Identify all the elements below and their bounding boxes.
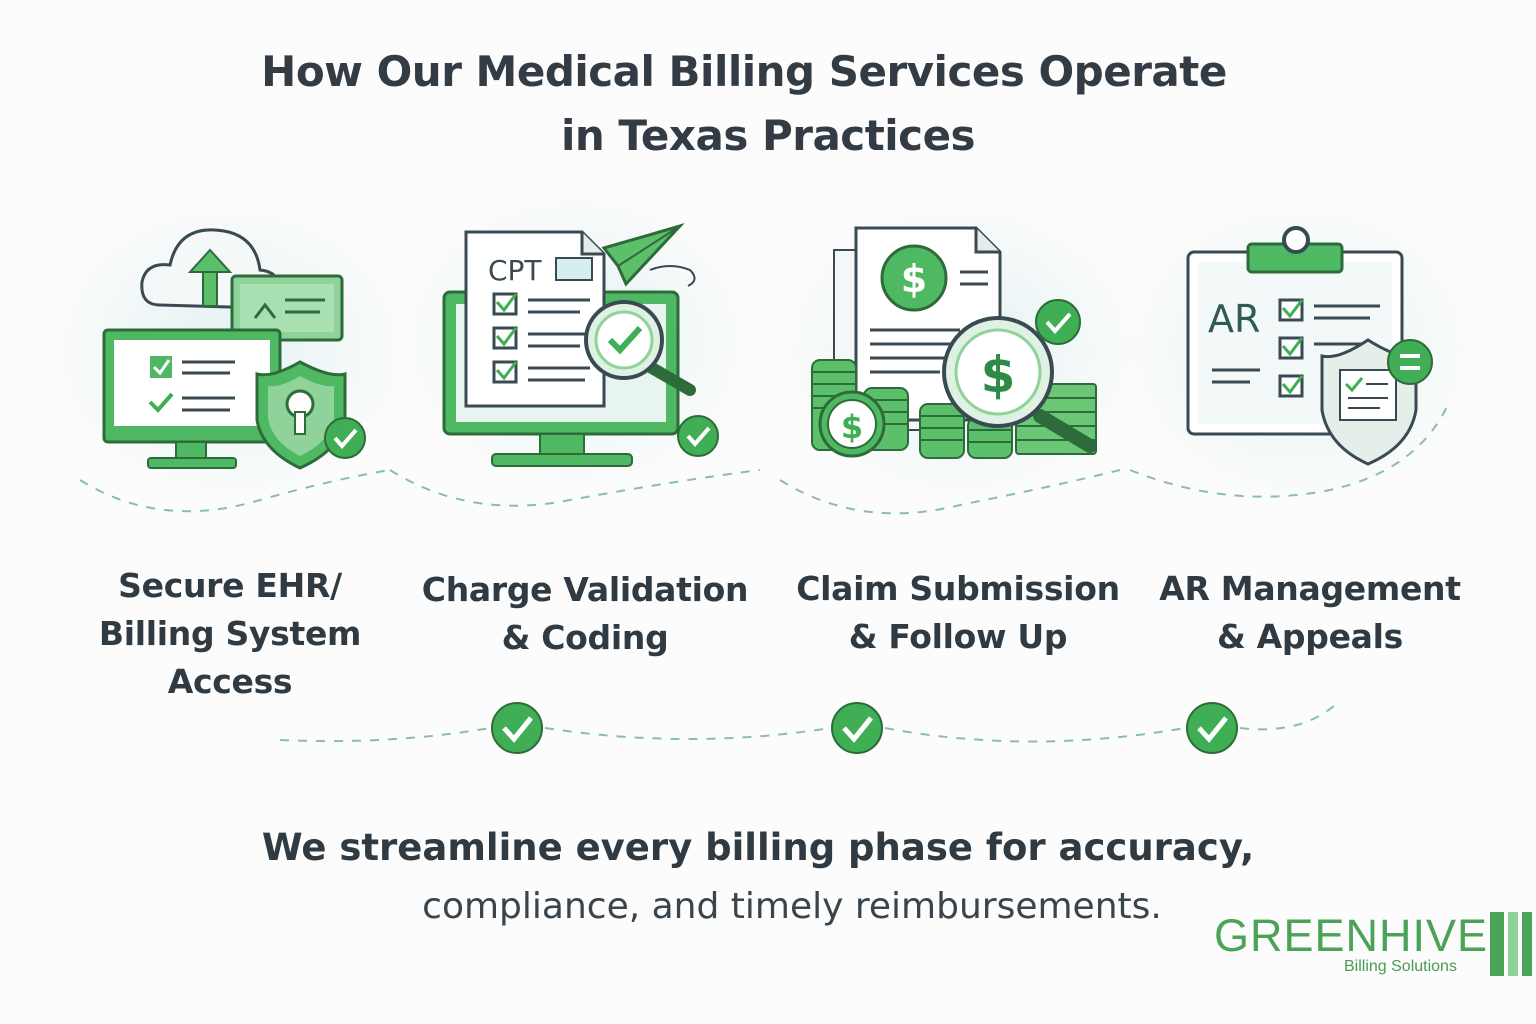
svg-text:$: $ [981, 346, 1016, 404]
tagline-line-2: compliance, and timely reimbursements. [422, 886, 1162, 927]
ar-management-illustration: AR [1186, 226, 1433, 466]
page-title: How Our Medical Billing Services Operate… [0, 40, 1536, 168]
tagline-line-1: We streamline every billing phase for ac… [261, 826, 1255, 869]
claim-submission-illustration: $ [811, 226, 1097, 459]
title-line-2: in Texas Practices [560, 111, 976, 160]
secure-ehr-access-illustration [102, 228, 366, 470]
svg-text:$: $ [901, 257, 927, 301]
logo-name: GREENHIVE [1214, 910, 1489, 961]
magnifier-check-icon [584, 300, 696, 396]
step-label-ar-management: AR Management & Appeals [1159, 569, 1461, 656]
check-badge-icon [831, 702, 883, 754]
dollar-coin-icon: $ [880, 244, 948, 312]
svg-text:$: $ [841, 408, 863, 446]
logo-subtitle: Billing Solutions [1344, 958, 1457, 975]
shield-lock-icon [255, 360, 347, 470]
dollar-coin-icon: $ [818, 390, 886, 458]
check-badge-icon [1035, 299, 1081, 345]
ar-label: AR [1208, 297, 1260, 341]
logo-bars-icon [1490, 912, 1532, 976]
step-label-charge-validation: Charge Validation & Coding [421, 570, 749, 657]
magnifier-dollar-icon: $ [942, 316, 1097, 453]
greenhive-logo: GREENHIVE Billing Solutions [1214, 908, 1536, 984]
title-line-1: How Our Medical Billing Services Operate [261, 47, 1227, 96]
cpt-label: CPT [488, 254, 542, 287]
menu-badge-icon [1387, 339, 1433, 385]
charge-validation-illustration: CPT [442, 223, 719, 467]
paper-plane-icon [601, 223, 696, 287]
check-badge-icon [491, 702, 543, 754]
check-badge-icon [324, 417, 366, 459]
check-badge-icon [1186, 702, 1238, 754]
check-badge-icon [677, 415, 719, 457]
step-label-secure-ehr: Secure EHR/ Billing System Access [98, 566, 362, 701]
step-label-claim-submission: Claim Submission & Follow Up [796, 569, 1120, 656]
